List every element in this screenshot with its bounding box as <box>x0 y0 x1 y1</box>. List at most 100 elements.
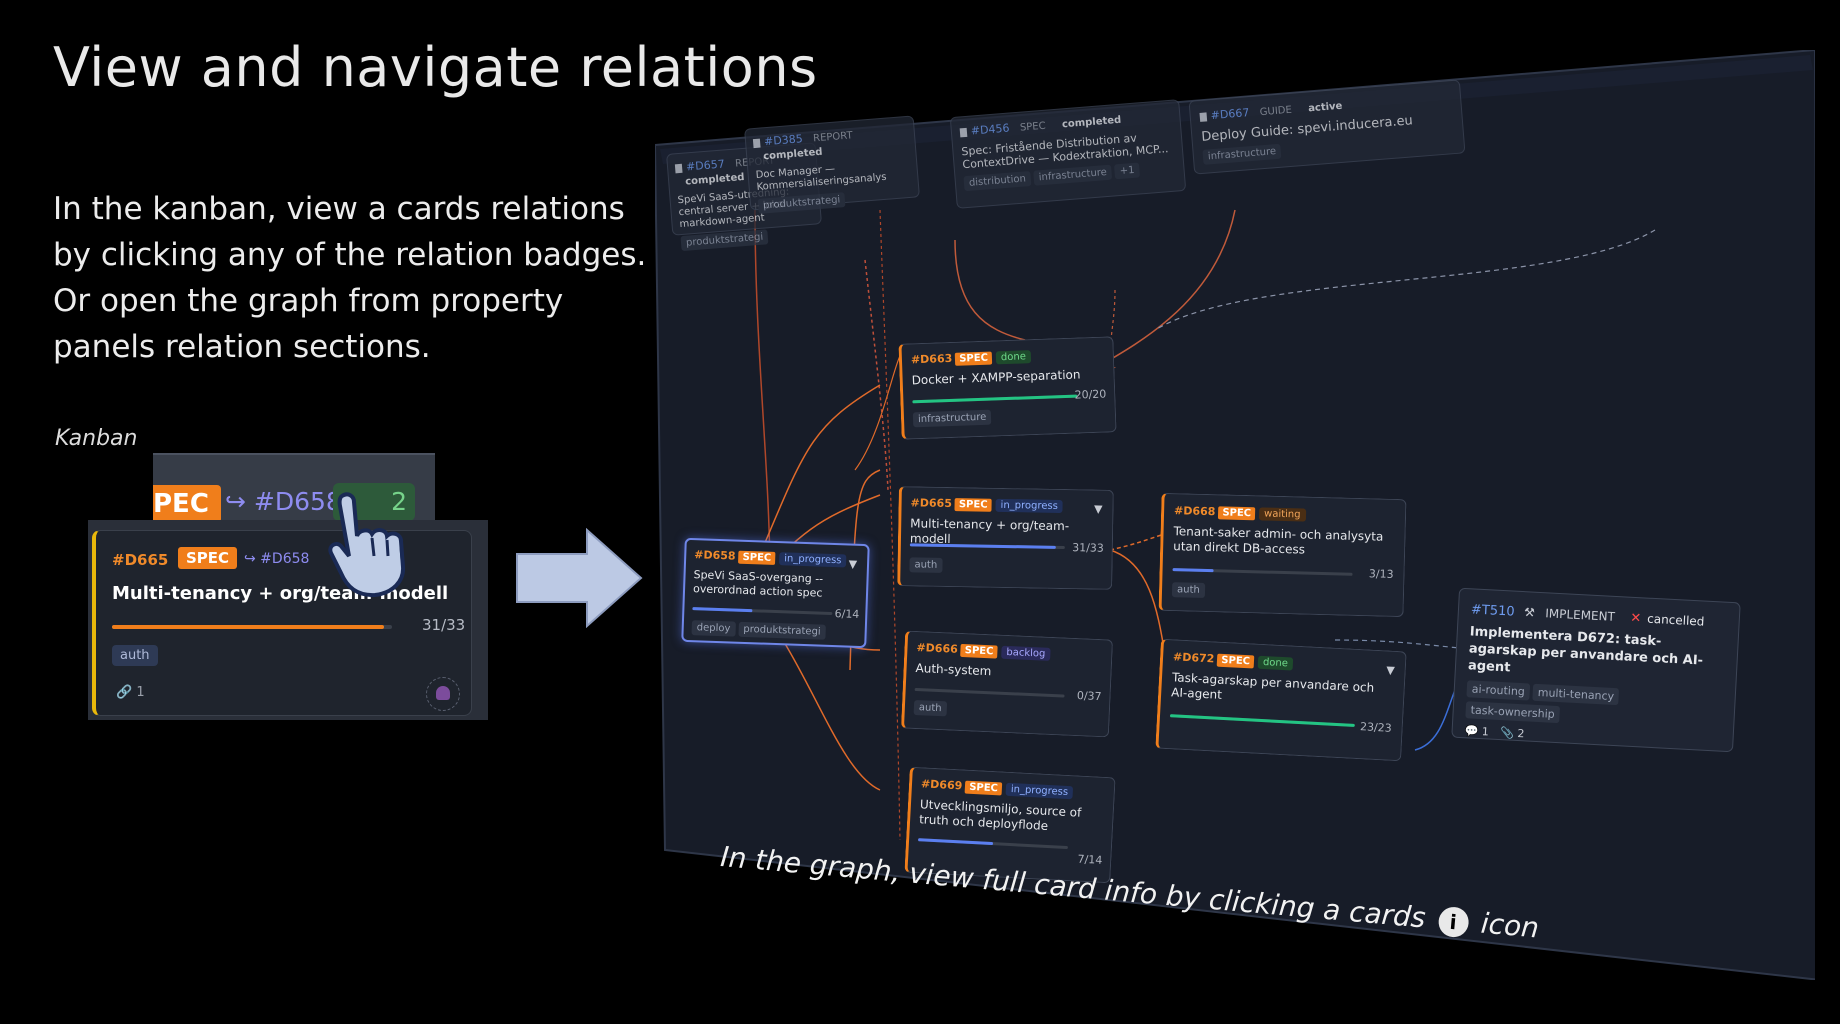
node-status: done <box>1257 655 1294 671</box>
progress-text: 3/13 <box>1368 567 1394 581</box>
node-id: #D666 <box>916 641 959 656</box>
node-title: Auth-system <box>915 661 992 679</box>
node-status: backlog <box>1001 645 1051 661</box>
progress-text: 6/14 <box>834 607 860 621</box>
tag-chip[interactable]: auth <box>1171 582 1205 598</box>
tag-chip[interactable]: produktstrategi <box>738 621 826 640</box>
node-status: in_progress <box>1005 782 1074 800</box>
node-id: #D665 <box>910 496 953 511</box>
node-id: #D456 <box>970 121 1010 138</box>
node-title: Utvecklingsmiljo, source of truth och de… <box>918 797 1082 833</box>
progress-text: 20/20 <box>1074 387 1107 402</box>
progress-bar <box>1169 714 1355 727</box>
hammer-icon: ⚒ <box>1523 605 1536 620</box>
node-id: #D672 <box>1172 650 1215 666</box>
tag-chip[interactable]: distribution <box>963 171 1032 192</box>
node-id: #T510 <box>1470 602 1515 620</box>
link-count-value: 1 <box>136 685 145 700</box>
progress-bar-fill <box>692 607 753 613</box>
tag-chip[interactable]: task-ownership <box>1465 701 1561 724</box>
card-type-badge: SPEC <box>178 547 238 569</box>
tag-chip[interactable]: auth <box>112 645 158 666</box>
progress-text: 0/37 <box>1076 689 1102 704</box>
zoom-relation-badge[interactable]: ↪ #D658 <box>225 487 342 516</box>
node-id: #D668 <box>1173 504 1216 519</box>
document-icon <box>1199 111 1208 122</box>
zoom-spec-badge: PEC <box>153 485 221 523</box>
node-id: #D667 <box>1210 106 1250 123</box>
attachment-count: 2 <box>1517 726 1525 741</box>
progress-bar <box>692 607 833 615</box>
tag-chip[interactable]: auth <box>909 557 943 573</box>
progress-bar <box>912 394 1078 404</box>
node-id: #D658 <box>694 548 736 563</box>
relation-badge[interactable]: ↪ #D658 <box>244 551 310 567</box>
node-type: SPEC <box>1019 120 1047 134</box>
tag-chip[interactable]: infrastructure <box>1033 164 1113 186</box>
tag-chip[interactable]: infrastructure <box>1202 143 1282 165</box>
node-type: GUIDE <box>1259 104 1293 119</box>
intro-text: In the kanban, view a cards relations by… <box>53 191 647 365</box>
node-title: SpeVi SaaS-overgang -- overordnad action… <box>692 568 824 600</box>
node-title: Implementera D672: task-agarskap per anv… <box>1467 624 1704 676</box>
tag-chip[interactable]: infrastructure <box>912 409 992 428</box>
tag-chip[interactable]: multi-tenancy <box>1532 683 1620 706</box>
tag-chip[interactable]: +1 <box>1114 162 1141 180</box>
slide-title: View and navigate relations <box>53 36 818 99</box>
progress-bar-fill <box>1172 568 1214 573</box>
kanban-label: Kanban <box>55 426 138 451</box>
node-type: SPEC <box>1218 506 1256 521</box>
tag-chip[interactable]: auth <box>913 699 947 717</box>
kanban-card[interactable]: #D665 SPEC ↪ #D658 Multi-tenancy + org/t… <box>92 530 472 716</box>
progress-bar-fill <box>912 394 1078 404</box>
card-id: #D665 <box>112 551 169 569</box>
comment-count: 1 <box>1481 725 1490 739</box>
progress-text: 31/33 <box>1072 541 1104 555</box>
node-id: #D657 <box>685 157 726 174</box>
node-type: SPEC <box>964 780 1003 796</box>
assignee-avatar[interactable] <box>426 677 460 711</box>
link-count: 🔗 1 <box>116 685 145 700</box>
graph-node[interactable]: #D385 REPORT completed Doc Manager — Kom… <box>744 115 920 214</box>
document-icon <box>959 127 968 137</box>
node-type: SPEC <box>738 550 776 565</box>
tag-chip[interactable]: deploy <box>691 620 736 637</box>
node-type: SPEC <box>960 643 998 659</box>
progress-bar-fill <box>1169 714 1355 727</box>
node-title: Task-agarskap per anvandare och AI-agent <box>1170 670 1375 702</box>
node-type: SPEC <box>1216 653 1255 669</box>
tag-chip[interactable]: ai-routing <box>1466 680 1531 701</box>
comment-icon: 💬 <box>1464 724 1479 738</box>
document-icon <box>674 163 683 173</box>
node-type: IMPLEMENT <box>1544 606 1616 624</box>
graph-node[interactable]: #T510 ⚒ IMPLEMENT ✕cancelled Implementer… <box>1451 587 1741 753</box>
cancel-icon: ✕ <box>1629 610 1642 627</box>
attachment-icon: 📎 <box>1499 726 1515 740</box>
zoomed-badges: PEC ↪ #D658 2 <box>153 453 435 541</box>
node-title: Tenant-saker admin- och analysyta utan d… <box>1173 524 1384 557</box>
progress-bar <box>112 625 392 629</box>
node-type: REPORT <box>812 130 854 145</box>
chevron-down-icon[interactable]: ▼ <box>848 557 858 571</box>
node-id: #D669 <box>920 777 963 793</box>
progress-bar-fill <box>112 625 384 629</box>
progress-bar-fill <box>918 838 994 846</box>
progress-bar <box>1172 568 1353 576</box>
node-status: active <box>1307 100 1343 115</box>
node-id: #D663 <box>910 351 953 367</box>
graph-badge-count: 2 <box>391 487 407 516</box>
chevron-down-icon[interactable]: ▼ <box>1385 663 1396 677</box>
progress-text: 31/33 <box>422 616 466 634</box>
pointer-hand-icon <box>328 492 406 598</box>
node-status: waiting <box>1258 507 1306 522</box>
node-id: #D385 <box>763 132 804 149</box>
graph-node[interactable]: #D456 SPEC completed Spec: Fristående Di… <box>949 99 1187 209</box>
relation-graph: #D657 REPORT completed SpeVi SaaS-utredn… <box>655 50 1815 980</box>
chevron-down-icon[interactable]: ▼ <box>1093 502 1103 516</box>
